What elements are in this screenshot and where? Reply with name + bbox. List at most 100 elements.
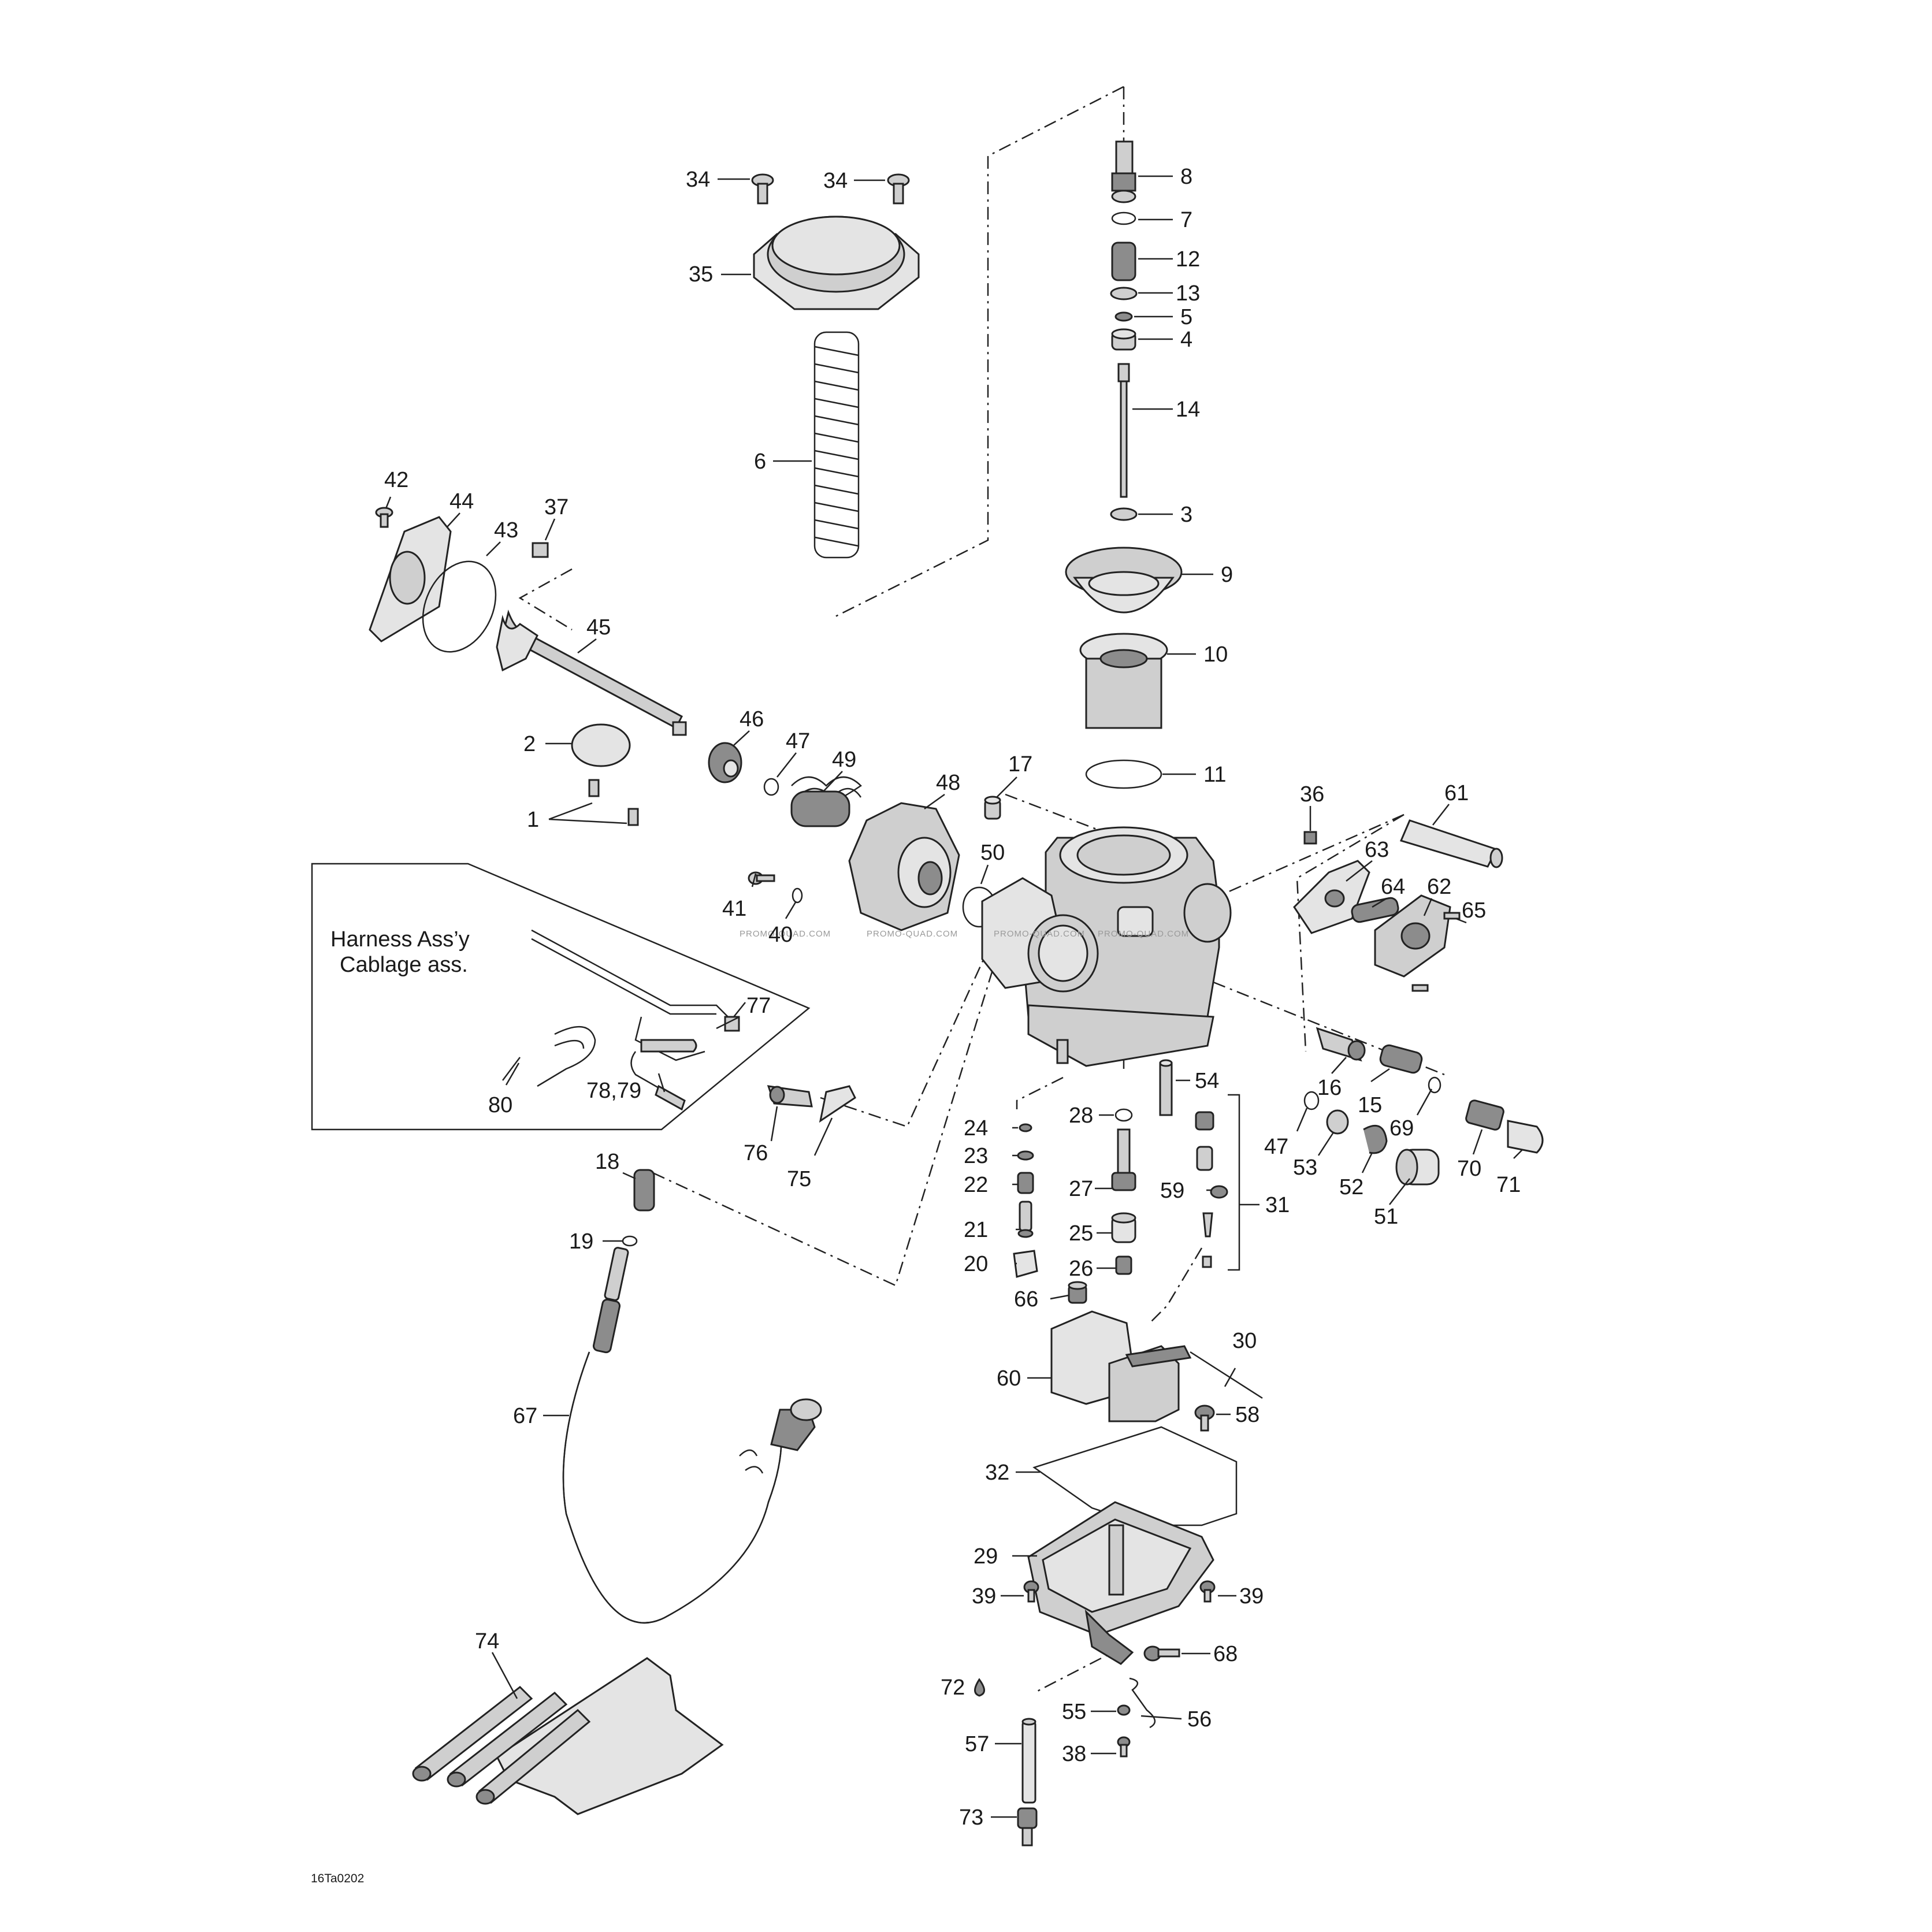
washer-24 xyxy=(1019,1123,1032,1132)
needle-jet-54 xyxy=(1159,1059,1173,1116)
float-60 xyxy=(1050,1310,1192,1422)
cap-51 xyxy=(1395,1149,1440,1186)
label-72: 72 xyxy=(941,1675,965,1700)
harness-inset-box: Harness Ass’y Cablage ass. xyxy=(311,863,811,1131)
callout-labels: 34 34 35 6 8 7 12 13 5 4 14 3 9 10 11 42… xyxy=(384,165,1521,1830)
label-62: 62 xyxy=(1427,875,1451,899)
label-60: 60 xyxy=(997,1366,1021,1391)
cable-67 xyxy=(562,1247,822,1624)
label-21: 21 xyxy=(964,1218,988,1242)
label-75: 75 xyxy=(787,1167,811,1191)
label-31: 31 xyxy=(1265,1193,1290,1217)
needle-14 xyxy=(1117,363,1130,498)
label-18: 18 xyxy=(595,1150,619,1174)
label-14: 14 xyxy=(1176,397,1200,422)
screws-1 xyxy=(588,779,639,826)
label-41: 41 xyxy=(722,897,746,921)
throttle-shaft-45 xyxy=(496,610,687,736)
label-10: 10 xyxy=(1203,642,1228,667)
label-7: 7 xyxy=(1180,208,1192,232)
label-73: 73 xyxy=(959,1805,983,1830)
watermark-3: PROMO-QUAD.COM xyxy=(994,929,1085,939)
cap-71 xyxy=(1507,1120,1544,1154)
butterfly-plate-2 xyxy=(571,723,631,767)
spring-6 xyxy=(813,331,860,559)
tool-kit-74 xyxy=(412,1657,724,1815)
washer-53 xyxy=(1326,1109,1349,1135)
label-44: 44 xyxy=(449,489,474,514)
float-bowl-29 xyxy=(1027,1501,1214,1665)
label-46: 46 xyxy=(740,707,764,731)
label-4: 4 xyxy=(1180,328,1192,352)
watermark-4: PROMO-QUAD.COM xyxy=(1098,929,1189,939)
clip-56 xyxy=(1129,1677,1156,1729)
label-34b: 34 xyxy=(823,169,848,193)
label-52: 52 xyxy=(1339,1175,1363,1199)
cover-plate-44 xyxy=(369,516,452,642)
label-53: 53 xyxy=(1293,1156,1317,1180)
fitting-76 xyxy=(767,1085,813,1108)
label-74: 74 xyxy=(475,1629,499,1654)
label-40: 40 xyxy=(768,923,793,947)
washer-3 xyxy=(1110,507,1138,521)
carburetor-body xyxy=(981,826,1232,1067)
o-ring-28 xyxy=(1114,1108,1133,1122)
label-47b: 47 xyxy=(1264,1135,1288,1159)
label-47a: 47 xyxy=(786,729,810,753)
harness-label-line1: Harness Ass’y xyxy=(330,927,470,952)
screws-65 xyxy=(1411,912,1461,992)
float-pin-30 xyxy=(1190,1351,1263,1399)
gasket-63 xyxy=(1293,860,1370,934)
watermark-2: PROMO-QUAD.COM xyxy=(867,929,958,939)
label-30: 30 xyxy=(1232,1329,1257,1353)
nut-36 xyxy=(1303,831,1317,845)
cable-tie-80 xyxy=(537,1026,596,1087)
harness-wire xyxy=(531,929,734,1023)
screw-34-right xyxy=(887,173,910,205)
tube-61 xyxy=(1399,819,1503,868)
label-50: 50 xyxy=(980,841,1005,865)
spring-15 xyxy=(1379,1044,1423,1074)
label-13: 13 xyxy=(1176,281,1200,306)
label-32: 32 xyxy=(985,1461,1009,1485)
spring-22 xyxy=(1017,1172,1034,1194)
label-70: 70 xyxy=(1457,1157,1481,1181)
throttle-housing-48 xyxy=(848,802,960,931)
assembly-lines xyxy=(518,86,1445,1694)
label-17: 17 xyxy=(1008,752,1032,776)
holder-4 xyxy=(1111,328,1136,351)
label-5: 5 xyxy=(1180,305,1192,329)
label-23: 23 xyxy=(964,1144,988,1168)
plunger-16 xyxy=(1316,1027,1366,1062)
harness-connector xyxy=(640,1039,697,1053)
label-36: 36 xyxy=(1300,782,1324,807)
washer-55 xyxy=(1117,1704,1131,1716)
label-51: 51 xyxy=(1374,1205,1398,1229)
label-39b: 39 xyxy=(1239,1584,1264,1608)
label-80: 80 xyxy=(488,1093,512,1117)
label-29: 29 xyxy=(974,1544,998,1569)
label-20: 20 xyxy=(964,1252,988,1276)
washer-13 xyxy=(1110,287,1138,300)
label-67: 67 xyxy=(513,1404,537,1428)
label-43: 43 xyxy=(494,518,518,543)
seal-46 xyxy=(708,742,742,783)
spring-49 xyxy=(790,776,862,827)
spring-64 xyxy=(1351,897,1399,923)
screw-39-right xyxy=(1199,1580,1216,1603)
harness-label-line2: Cablage ass. xyxy=(340,953,468,977)
nut-37 xyxy=(532,542,549,558)
label-69: 69 xyxy=(1389,1116,1414,1140)
label-58: 58 xyxy=(1235,1403,1259,1427)
label-35: 35 xyxy=(689,262,713,287)
label-54: 54 xyxy=(1195,1069,1219,1093)
plug-8 xyxy=(1111,140,1136,203)
o-ring-11 xyxy=(1085,759,1162,789)
diaphragm-9 xyxy=(1065,547,1183,614)
watermark-1: PROMO-QUAD.COM xyxy=(740,929,831,939)
label-48: 48 xyxy=(936,771,960,795)
ring-7 xyxy=(1111,211,1136,225)
label-34a: 34 xyxy=(686,168,710,192)
screw-68 xyxy=(1143,1645,1180,1662)
